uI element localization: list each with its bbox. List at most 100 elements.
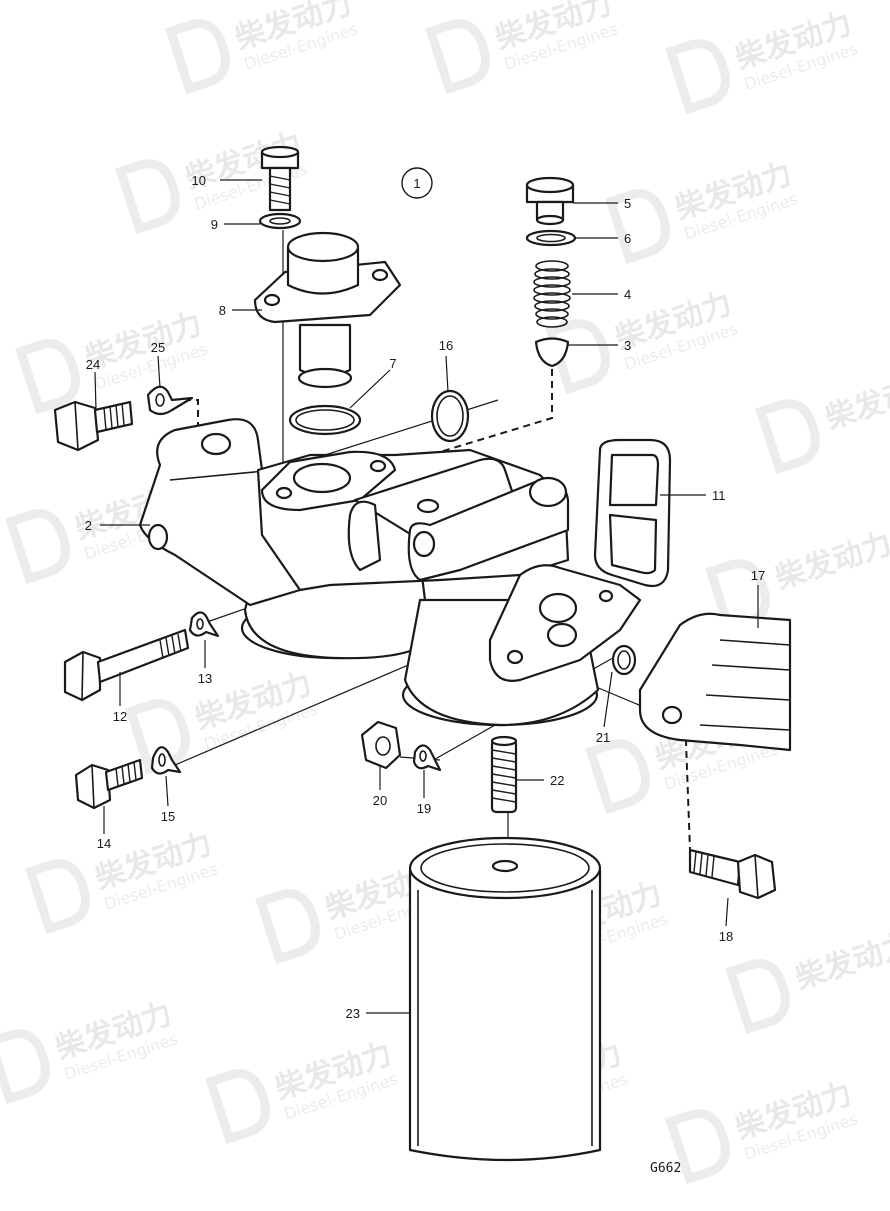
part-8-cover[interactable] [253,231,402,389]
watermark: 柴发动力 Diesel-Engines [15,306,210,415]
spring-coil [535,260,569,272]
callout-14[interactable]: 14 [97,836,111,851]
lock-washer-15-body [150,746,182,775]
part-9-washer[interactable] [258,212,302,230]
callout-10[interactable]: 10 [192,173,206,188]
callout-6[interactable]: 6 [624,231,631,246]
spring-coil [534,268,570,280]
part-11-gasket[interactable] [593,438,672,588]
part-18-bolt[interactable] [688,848,777,900]
watermark-brand-cn: 柴发动力 [771,526,890,596]
watermark-brand-cn: 柴发动力 [821,366,890,436]
part-23-oil-filter[interactable] [408,836,602,1162]
housing-left-hole [200,432,232,456]
bolt-24-head-edge [74,401,79,451]
part-25-lock-washer[interactable] [146,385,194,416]
part-20-nut[interactable] [360,720,402,770]
part-16-seal-ring[interactable] [430,389,470,443]
filter-body [408,868,602,1162]
watermark: 柴发动力 Diesel-Engines [665,6,860,115]
part-7-o-ring[interactable] [288,404,362,436]
housing-boss-hole [412,530,436,558]
part-3-valve-cone[interactable] [534,337,570,368]
pipe-line [719,639,791,646]
lock-washer-25-hole [155,393,165,407]
cover-flange-hole [371,268,389,282]
watermark: 柴发动力 [725,926,890,1035]
watermark: 柴发动力 Diesel-Engines [605,156,800,265]
seal-ring-21-inner [617,650,631,670]
spring-coil [535,308,569,320]
part-15-lock-washer[interactable] [150,746,182,775]
watermark: 柴发动力 Diesel-Engines [545,286,740,395]
plug-head-top [525,176,575,194]
part-21-seal-ring[interactable] [611,644,637,676]
leader-25 [157,355,161,389]
part-17-pipe-flange[interactable] [638,612,792,752]
axis-line-bolt-14 [167,659,421,769]
callout-4[interactable]: 4 [624,287,631,302]
watermark-logo-icon [755,399,820,475]
bolt-24-threads [103,402,125,431]
watermark: 柴发动力 [755,366,890,475]
callout-24[interactable]: 24 [86,357,100,372]
hidden-line-bolt-24 [172,399,199,462]
callout-16[interactable]: 16 [439,338,453,353]
gasket-window-bottom [608,513,658,575]
watermark: 柴发动力 Diesel-Engines [165,0,360,95]
spring-coil [533,292,571,304]
pipe-flange-body [638,612,792,752]
part-12-bolt[interactable] [63,628,190,702]
spring-coil [536,316,568,328]
callout-11[interactable]: 11 [712,488,726,503]
part-13-lock-washer[interactable] [188,611,220,638]
part-2-filter-housing[interactable] [138,418,600,727]
callout-3[interactable]: 3 [624,338,631,353]
plug-stem-end [535,214,565,226]
bolt-14-shank [104,758,144,792]
leader-24 [94,371,97,411]
part-24-bolt[interactable] [53,400,134,452]
callout-21[interactable]: 21 [596,730,610,745]
callout-17[interactable]: 17 [751,568,765,583]
group-marker-label: 1 [413,176,420,191]
part-14-bolt[interactable] [74,758,144,810]
seal-washer-inner [536,233,566,243]
bolt-18-shank [688,848,742,887]
part-5-plug[interactable] [525,176,575,226]
callout-9[interactable]: 9 [211,217,218,232]
callout-8[interactable]: 8 [219,303,226,318]
seal-ring-21-outer [611,644,637,676]
callout-15[interactable]: 15 [161,809,175,824]
callout-18[interactable]: 18 [719,929,733,944]
callout-23[interactable]: 23 [346,1006,360,1021]
watermark-logo-icon [255,889,320,965]
part-4-spring[interactable] [533,260,571,328]
nipple-threads [491,749,517,803]
part-10-bolt[interactable] [260,145,300,212]
part-6-seal-washer[interactable] [525,229,577,247]
washer-9-outer [258,212,302,230]
watermark-logo-icon [25,859,90,935]
callout-20[interactable]: 20 [373,793,387,808]
callout-12[interactable]: 12 [113,709,127,724]
callout-25[interactable]: 25 [151,340,165,355]
callout-2[interactable]: 2 [85,518,92,533]
callout-19[interactable]: 19 [417,801,431,816]
callout-13[interactable]: 13 [198,671,212,686]
leader-15 [165,775,169,807]
leader-18 [725,897,729,927]
callout-22[interactable]: 22 [550,773,564,788]
callout-5[interactable]: 5 [624,196,631,211]
callout-7[interactable]: 7 [389,356,396,371]
flange-port-2 [546,622,578,648]
watermark: 柴发动力 Diesel-Engines [0,996,180,1105]
washer-9-inner [269,217,291,225]
part-flange-plate[interactable] [488,564,642,682]
part-22-threaded-nipple[interactable] [490,735,518,814]
cover-dome-top [286,231,360,263]
housing-valve-boss [353,457,517,542]
cover-flange-hole [263,293,281,307]
lock-washer-19-hole [419,750,427,762]
part-19-lock-washer[interactable] [412,744,442,772]
